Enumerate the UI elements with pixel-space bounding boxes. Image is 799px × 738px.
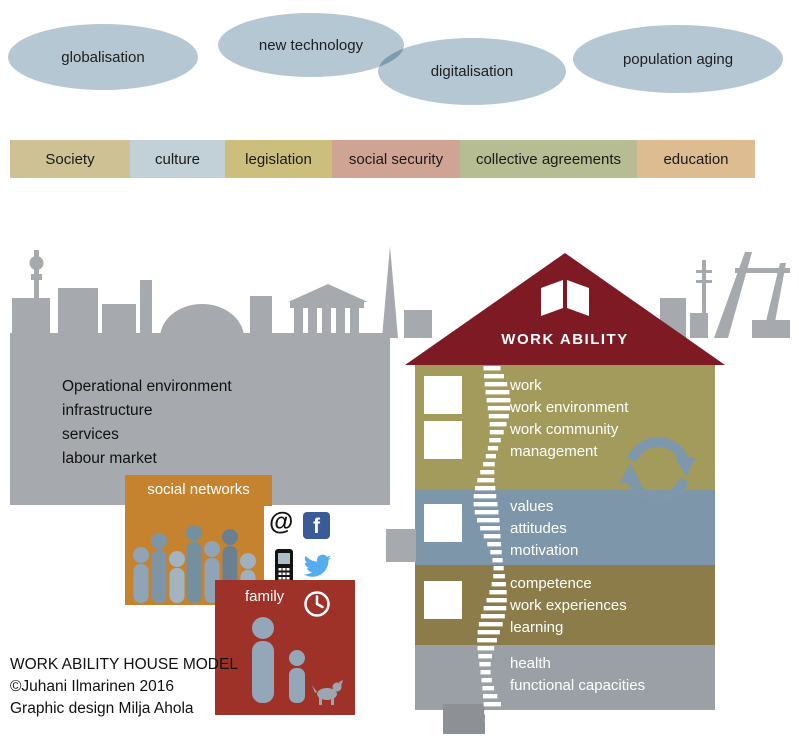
- floor-values: values attitudes motivation: [415, 490, 715, 565]
- floor-line: motivation: [510, 542, 579, 559]
- staircase-icon: [473, 366, 511, 731]
- people-group-icon: [133, 525, 256, 603]
- trend-label-digitalisation: digitalisation: [430, 63, 514, 80]
- bar-segment-label: collective agreements: [475, 150, 622, 168]
- trend-bubble-digitalisation: digitalisation: [378, 38, 566, 105]
- bar-segment-education: education: [637, 140, 755, 178]
- credits-title: WORK ABILITY HOUSE MODEL: [10, 656, 238, 673]
- society-bar: Society culture legislation social secur…: [10, 140, 755, 178]
- trend-bubble-globalisation: globalisation: [8, 24, 198, 90]
- credits-designer: Graphic design Milja Ahola: [10, 700, 194, 717]
- open-book-icon: [541, 280, 589, 316]
- credits-text: WORK ABILITY HOUSE MODEL ©Juhani Ilmarin…: [10, 654, 238, 720]
- floor-competence-text: competence work experiences learning: [510, 573, 627, 639]
- floor-work-text: work work environment work community man…: [510, 375, 628, 463]
- bar-segment-label: culture: [154, 150, 201, 168]
- trend-bubble-new-technology: new technology: [218, 13, 404, 77]
- floor-line: work environment: [510, 399, 629, 416]
- env-line: services: [62, 426, 119, 443]
- family-figures-icon: [252, 617, 343, 705]
- cycle-arrows-icon: [620, 437, 696, 503]
- twitter-bird-icon: [303, 554, 332, 577]
- floor-values-text: values attitudes motivation: [510, 496, 578, 562]
- facebook-icon: f: [303, 512, 330, 539]
- roof-title: WORK ABILITY: [501, 331, 629, 348]
- bar-segment-society: Society: [10, 140, 130, 178]
- floor-line: work experiences: [510, 597, 627, 614]
- mobile-phone-icon: [275, 549, 293, 583]
- trend-label-population-aging: population aging: [622, 50, 734, 68]
- floor-line: values: [510, 498, 554, 515]
- floor-line: management: [510, 443, 598, 460]
- bar-segment-label: education: [663, 150, 729, 168]
- bar-segment-label: social security: [348, 150, 444, 168]
- floor-line: health: [510, 655, 551, 672]
- house-window: [424, 504, 462, 542]
- env-line: infrastructure: [62, 402, 153, 419]
- house-roof: [405, 253, 725, 365]
- house-side-extension: [386, 529, 416, 562]
- trend-bubble-population-aging: population aging: [573, 25, 783, 93]
- bar-segment-label: legislation: [245, 150, 312, 168]
- bar-segment-label: Society: [45, 150, 95, 168]
- house-entrance-base: [443, 704, 485, 734]
- facebook-letter: f: [313, 515, 320, 538]
- bar-segment-legislation: legislation: [225, 140, 332, 178]
- floor-line: competence: [510, 575, 592, 592]
- floor-health: health functional capacities: [415, 645, 715, 710]
- floor-competence: competence work experiences learning: [415, 565, 715, 645]
- media-icons-panel: @ f: [264, 506, 336, 592]
- floor-line: work community: [510, 421, 619, 438]
- floor-line: work: [510, 377, 542, 394]
- floor-line: attitudes: [510, 520, 567, 537]
- floor-line: learning: [510, 619, 564, 636]
- floor-line: functional capacities: [510, 677, 646, 694]
- bar-segment-social-security: social security: [332, 140, 460, 178]
- floor-work: work work environment work community man…: [415, 365, 715, 490]
- trend-label-new-technology: new technology: [258, 36, 364, 54]
- dog-icon: [312, 680, 343, 705]
- house-window: [424, 581, 462, 619]
- family-label: family: [245, 588, 285, 605]
- trend-label-globalisation: globalisation: [61, 48, 145, 66]
- clock-icon: [304, 591, 330, 617]
- city-skyline-silhouette: [12, 246, 790, 338]
- env-line: labour market: [62, 450, 157, 467]
- floor-health-text: health functional capacities: [510, 653, 645, 697]
- at-symbol-icon: @: [269, 508, 294, 536]
- house-window: [424, 421, 462, 459]
- bar-segment-collective-agreements: collective agreements: [460, 140, 637, 178]
- credits-author: ©Juhani Ilmarinen 2016: [10, 678, 174, 695]
- family-box: family: [215, 580, 355, 715]
- house-window: [424, 376, 462, 414]
- operational-environment-text: Operational environment infrastructure s…: [62, 375, 232, 471]
- bar-segment-culture: culture: [130, 140, 225, 178]
- social-networks-label: social networks: [147, 481, 250, 498]
- env-line: Operational environment: [62, 378, 232, 395]
